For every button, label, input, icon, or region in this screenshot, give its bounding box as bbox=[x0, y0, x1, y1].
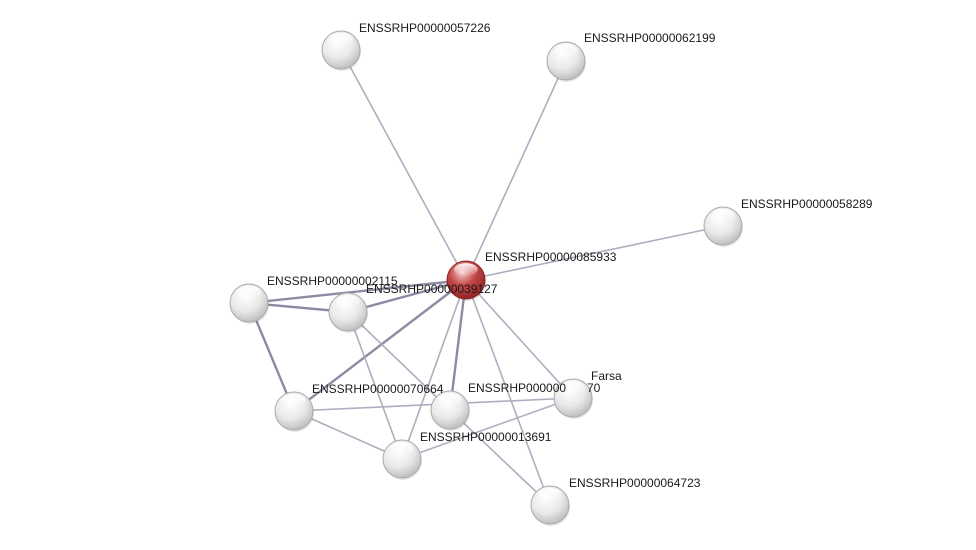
node-gloss bbox=[454, 263, 478, 277]
edge-n85933-n02115[interactable] bbox=[247, 278, 468, 305]
node-gloss bbox=[561, 381, 585, 395]
node-gloss bbox=[538, 488, 562, 502]
edge-n39127-n13691[interactable] bbox=[347, 311, 403, 460]
node-label-n000x: ENSSRHP000000 bbox=[468, 381, 566, 395]
edge-n13691-farsa[interactable] bbox=[401, 397, 574, 460]
node-label-n13691: ENSSRHP00000013691 bbox=[420, 430, 552, 444]
node-label-n62199: ENSSRHP00000062199 bbox=[584, 31, 716, 45]
edge-n85933-n57226[interactable] bbox=[340, 49, 467, 281]
node-gloss bbox=[438, 393, 462, 407]
edge-n85933-n39127[interactable] bbox=[346, 278, 468, 314]
node-label-farsa: Farsa bbox=[591, 369, 622, 383]
node-n02115[interactable] bbox=[229, 283, 269, 324]
nodes-layer bbox=[229, 30, 743, 526]
node-n64723[interactable] bbox=[530, 485, 570, 526]
node-label-n64723: ENSSRHP00000064723 bbox=[569, 476, 701, 490]
edge-n000x-n64723[interactable] bbox=[449, 409, 551, 506]
node-n85933[interactable] bbox=[446, 260, 486, 301]
edge-n85933-n58289[interactable] bbox=[465, 225, 724, 281]
partial-node-label: 70 bbox=[587, 381, 601, 395]
node-gloss bbox=[390, 442, 414, 456]
edge-n70664-n13691[interactable] bbox=[293, 410, 403, 460]
node-label-n02115: ENSSRHP00000002115 bbox=[267, 274, 398, 288]
edge-n85933-n13691[interactable] bbox=[401, 279, 467, 460]
node-n70664[interactable] bbox=[274, 391, 314, 432]
node-label-n58289: ENSSRHP00000058289 bbox=[741, 197, 873, 211]
node-gloss bbox=[711, 209, 735, 223]
node-n000x[interactable] bbox=[430, 390, 470, 431]
edge-n85933-farsa[interactable] bbox=[465, 279, 574, 399]
edge-n85933-n64723[interactable] bbox=[465, 279, 551, 506]
node-label-n39127: ENSSRHP00000039127 bbox=[366, 282, 498, 296]
node-n13691[interactable] bbox=[382, 439, 422, 480]
edge-n85933-n000x[interactable] bbox=[448, 278, 468, 412]
labels-layer: ENSSRHP00000057226ENSSRHP00000062199ENSS… bbox=[267, 21, 873, 490]
edge-n85933-n70664[interactable] bbox=[292, 278, 468, 413]
node-gloss bbox=[336, 295, 360, 309]
node-n57226[interactable] bbox=[321, 30, 361, 71]
node-n58289[interactable] bbox=[703, 206, 743, 247]
node-gloss bbox=[554, 44, 578, 58]
node-gloss bbox=[237, 286, 261, 300]
node-label-n85933: ENSSRHP00000085933 bbox=[485, 250, 617, 264]
node-label-n70664: ENSSRHP00000070664 bbox=[312, 382, 444, 396]
edge-n85933-n62199[interactable] bbox=[465, 60, 567, 281]
node-n62199[interactable] bbox=[546, 41, 586, 82]
node-gloss bbox=[329, 33, 353, 47]
node-n39127[interactable] bbox=[328, 292, 368, 333]
node-label-n57226: ENSSRHP00000057226 bbox=[359, 21, 491, 35]
node-gloss bbox=[282, 394, 306, 408]
node-farsa[interactable] bbox=[553, 378, 593, 419]
edge-n39127-n000x[interactable] bbox=[347, 311, 451, 411]
